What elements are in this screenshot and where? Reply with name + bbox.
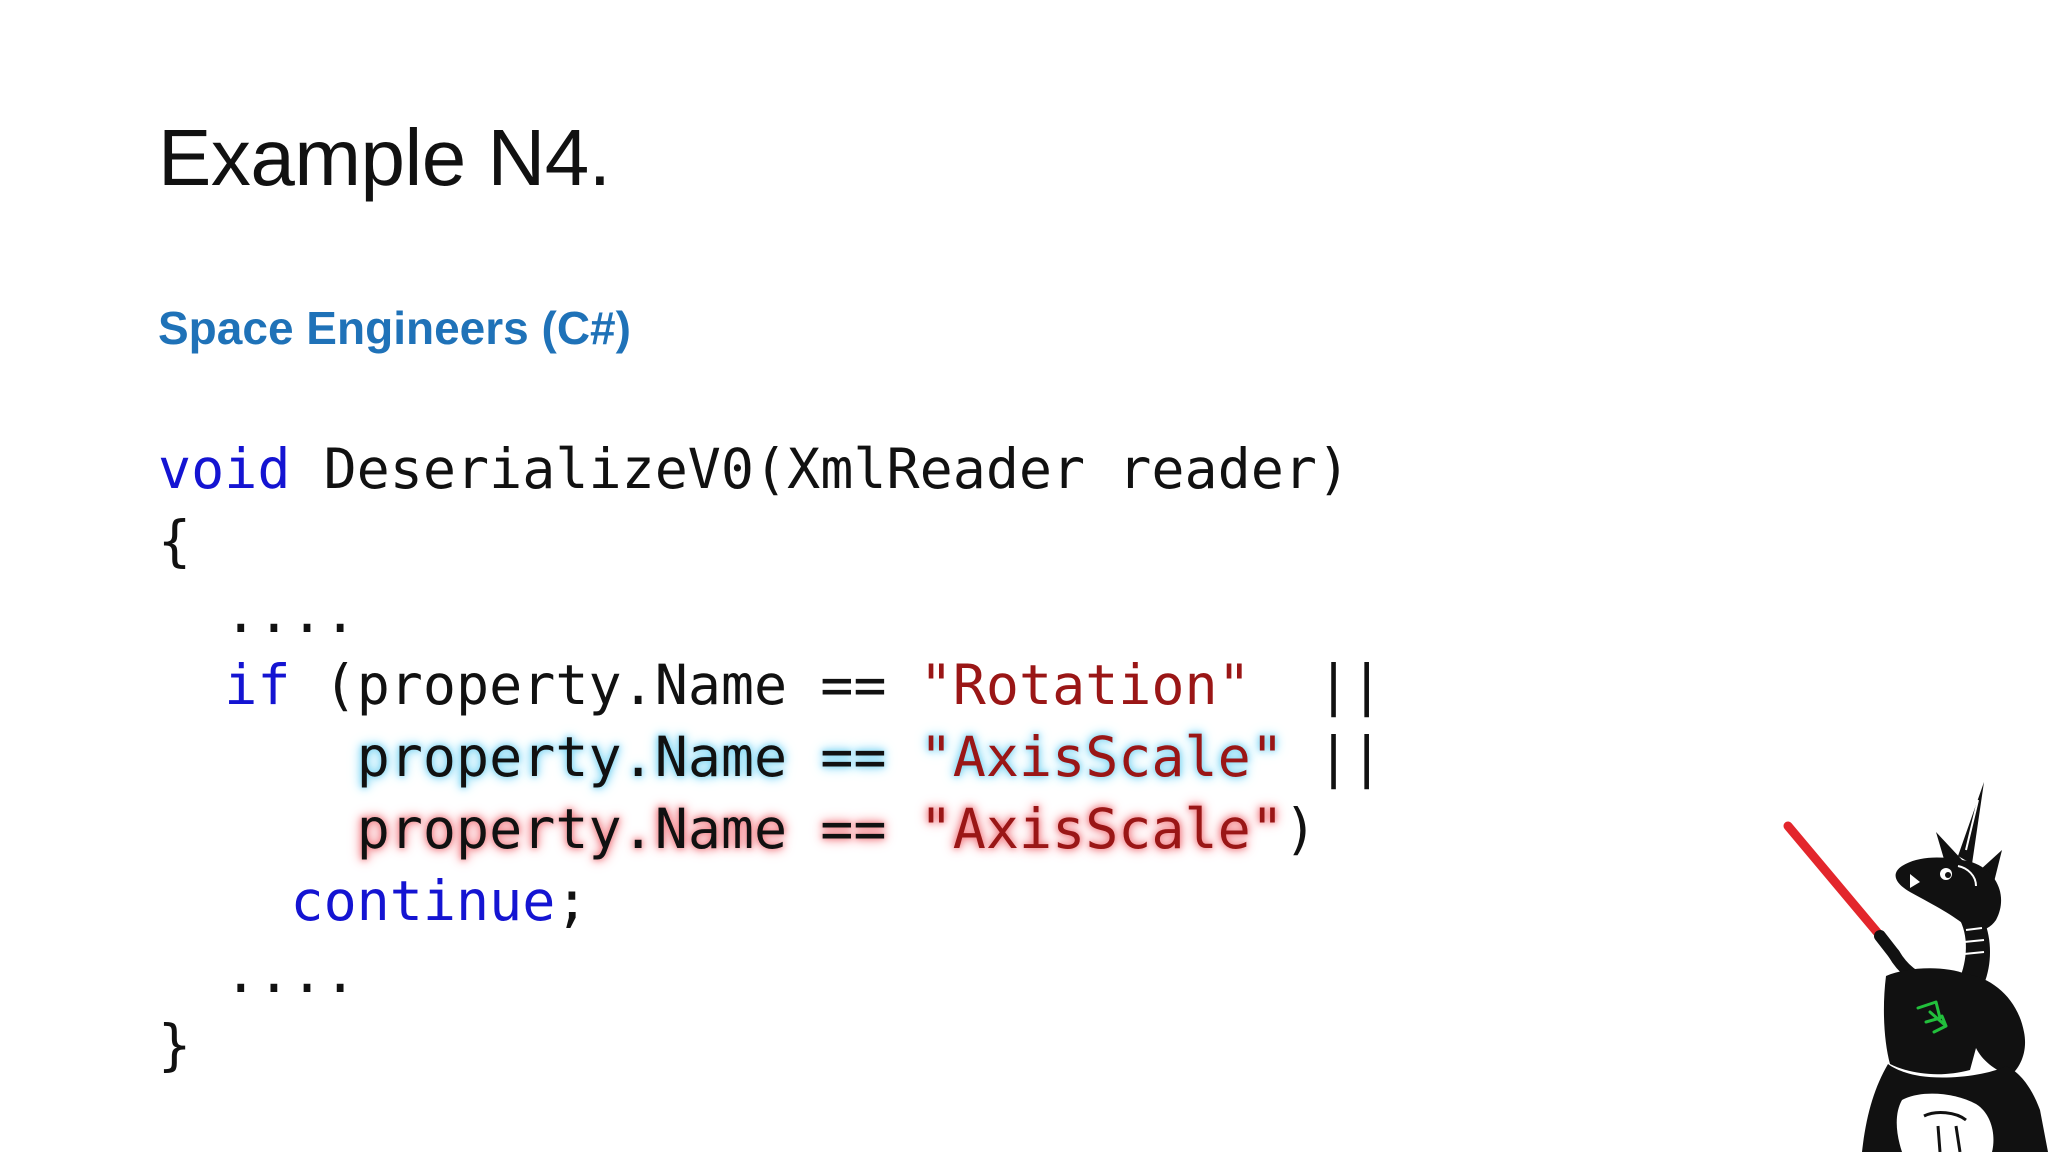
code-indent <box>158 941 224 1005</box>
code-indent <box>158 653 224 717</box>
code-string: "Rotation" <box>919 653 1251 717</box>
code-text: ) <box>1283 797 1317 861</box>
code-line-3: .... <box>158 577 1383 649</box>
code-line-7: continue; <box>158 865 1383 937</box>
code-line-6: property.Name == "AxisScale") <box>158 793 1383 865</box>
code-line-2: { <box>158 505 1383 577</box>
code-text: .... <box>224 941 357 1005</box>
code-line-9: } <box>158 1009 1383 1081</box>
code-text: DeserializeV0(XmlReader reader) <box>290 437 1351 501</box>
unicorn-mascot-icon <box>1783 782 2048 1152</box>
code-text: } <box>158 1013 192 1077</box>
slide-title: Example N4. <box>158 113 611 202</box>
code-indent <box>158 797 357 861</box>
code-block: void DeserializeV0(XmlReader reader) { .… <box>158 433 1383 1081</box>
code-keyword: continue <box>290 869 556 933</box>
code-text: (property.Name == <box>290 653 920 717</box>
code-separator <box>887 797 920 861</box>
code-line-4: if (property.Name == "Rotation" || <box>158 649 1383 721</box>
lightsaber-icon <box>1783 821 1887 943</box>
code-separator <box>887 725 920 789</box>
code-text: || <box>1283 725 1384 789</box>
code-line-5: property.Name == "AxisScale" || <box>158 721 1384 793</box>
highlighted-code-red: property.Name == <box>356 797 887 861</box>
code-line-1: void DeserializeV0(XmlReader reader) <box>158 433 1383 505</box>
shirt-logo-icon <box>1916 1000 1948 1034</box>
code-keyword: if <box>224 653 291 717</box>
code-text: || <box>1250 653 1384 717</box>
code-indent <box>158 869 290 933</box>
code-text: .... <box>224 581 357 645</box>
code-text: { <box>158 509 192 573</box>
highlighted-code-blue: property.Name == <box>356 725 887 789</box>
code-indent <box>158 581 224 645</box>
code-indent <box>158 725 357 789</box>
code-keyword: void <box>158 437 291 501</box>
slide-subtitle: Space Engineers (C#) <box>158 302 631 354</box>
code-text: ; <box>555 869 589 933</box>
code-line-8: .... <box>158 937 1383 1009</box>
highlighted-string-red: "AxisScale" <box>919 797 1284 861</box>
highlighted-string-blue: "AxisScale" <box>919 725 1284 789</box>
